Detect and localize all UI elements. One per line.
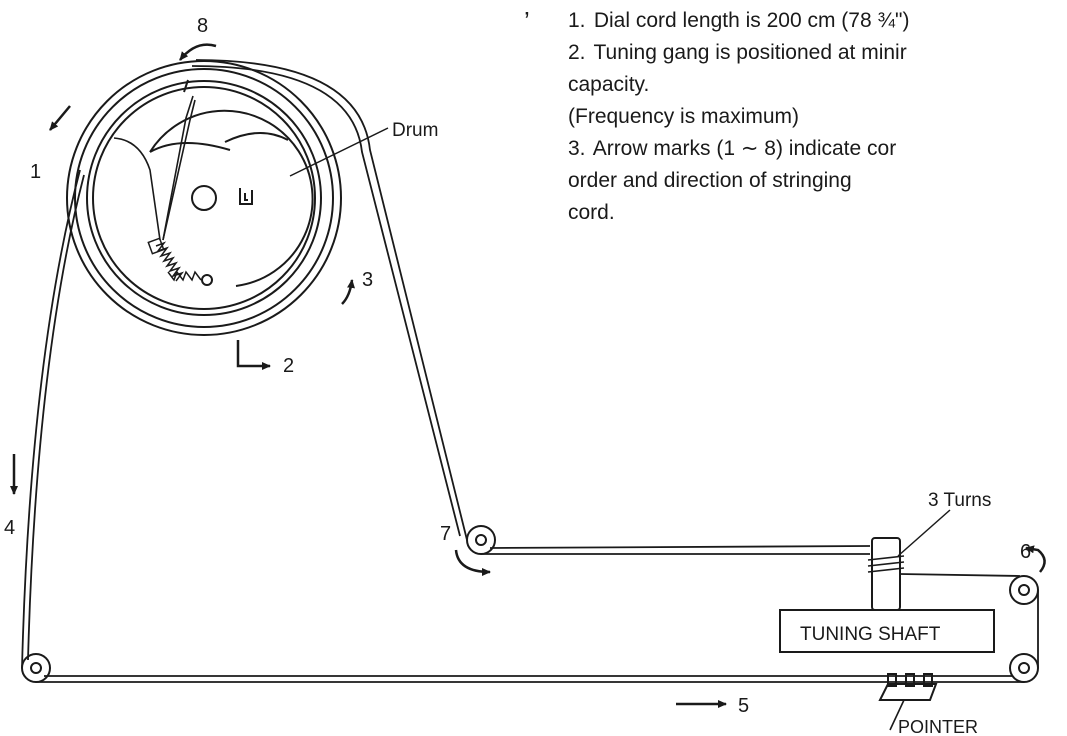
note-1-line-1: Dial cord length is 200 cm (78 ¾") bbox=[593, 9, 910, 32]
note-3-number: 3. bbox=[568, 137, 586, 160]
arrow-3 bbox=[341, 279, 355, 305]
pulley-right-upper bbox=[1009, 575, 1039, 605]
stray-apostrophe: ’ bbox=[524, 6, 530, 36]
drum-groove-inner bbox=[92, 86, 316, 310]
drum-rim-inner bbox=[74, 68, 334, 328]
tension-spring bbox=[155, 241, 185, 282]
arrow-2 bbox=[236, 340, 271, 370]
arrow-6 bbox=[1025, 545, 1046, 573]
drum-inner-disc bbox=[149, 109, 314, 287]
notes-list: 1. Dial cord length is 200 cm (78 ¾") 2.… bbox=[568, 5, 1067, 229]
cord-left-run bbox=[21, 169, 81, 669]
tuning-shaft-post bbox=[871, 537, 901, 611]
note-1-number: 1. bbox=[568, 9, 586, 32]
note-2: 2. Tuning gang is positioned at minir bbox=[568, 37, 1067, 69]
note-2-line-1: Tuning gang is positioned at minir bbox=[593, 41, 907, 64]
drum-leader bbox=[289, 127, 389, 177]
pulley-center bbox=[466, 525, 496, 555]
drum-pivot bbox=[201, 274, 213, 286]
note-2-number: 2. bbox=[568, 41, 586, 64]
drum-guide-wire bbox=[162, 99, 196, 241]
arrow-8 bbox=[179, 43, 217, 61]
tuning-shaft-box bbox=[779, 609, 995, 653]
note-3: 3. Arrow marks (1 ∼ 8) indicate cor bbox=[568, 133, 1067, 165]
drum-groove bbox=[86, 80, 322, 316]
turns-label: 3 Turns bbox=[928, 490, 991, 511]
pulley-bottom-left bbox=[21, 653, 51, 683]
arrow-7 bbox=[454, 549, 491, 576]
dial-cord bbox=[21, 59, 1039, 683]
drum-label: Drum bbox=[392, 120, 438, 141]
pulley-right-lower bbox=[1009, 653, 1039, 683]
cord-upper-right-run bbox=[899, 573, 1021, 577]
label-2: 2 bbox=[283, 355, 294, 377]
label-3: 3 bbox=[362, 269, 373, 291]
turns-leader bbox=[897, 509, 951, 557]
tuning-shaft-windings bbox=[867, 555, 905, 573]
label-7: 7 bbox=[440, 523, 451, 545]
label-8: 8 bbox=[197, 15, 208, 37]
label-1: 1 bbox=[30, 161, 41, 183]
note-3-line-1: Arrow marks (1 ∼ 8) indicate cor bbox=[592, 137, 897, 160]
tuning-shaft bbox=[779, 537, 995, 653]
drum bbox=[66, 60, 342, 336]
tuning-shaft-label: TUNING SHAFT bbox=[800, 624, 941, 645]
label-5: 5 bbox=[738, 695, 749, 717]
note-2-line-3: (Frequency is maximum) bbox=[568, 105, 800, 128]
pointer bbox=[878, 673, 938, 731]
arrow-marks bbox=[10, 43, 1046, 708]
label-4: 4 bbox=[4, 517, 15, 539]
drum-outer-rim bbox=[66, 60, 342, 336]
pointer-label: POINTER bbox=[898, 717, 978, 736]
arrow-1 bbox=[49, 105, 71, 131]
label-6: 6 bbox=[1020, 541, 1031, 563]
note-3-line-3: cord. bbox=[568, 201, 615, 224]
note-1: 1. Dial cord length is 200 cm (78 ¾") bbox=[568, 5, 1067, 37]
note-2-line-2: capacity. bbox=[568, 73, 650, 96]
drum-slot bbox=[239, 188, 253, 205]
note-3-line-2: order and direction of stringing bbox=[568, 169, 852, 192]
drum-hub bbox=[191, 185, 217, 211]
